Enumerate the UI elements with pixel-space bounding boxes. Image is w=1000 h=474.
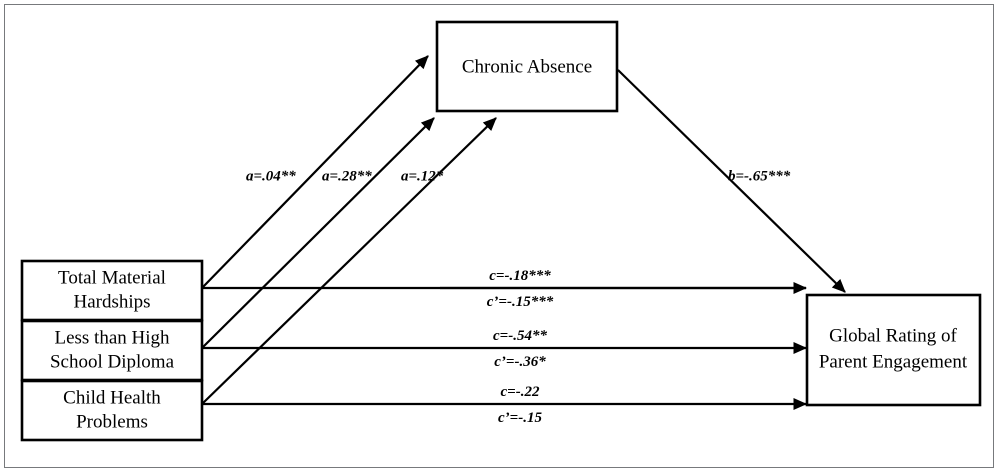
node-child-health-problems[interactable] [20,379,204,442]
node-less-than-high-school-diploma-label-line1: Less than High [54,327,170,348]
path-a3-line [201,117,497,405]
node-chronic-absence[interactable] [435,20,619,113]
coef-label-c3: c=-.22 [500,384,540,400]
coef-stack-1: c=-.18*** [489,266,550,288]
path-a1-line [201,55,429,289]
coef-label-c1-prime: c’=-.15*** [486,294,554,310]
node-total-material-hardships-label-line1: Total Material [58,267,166,288]
coef-label-c2-prime: c’=-.36* [494,354,546,370]
node-parent-engagement[interactable] [805,293,982,407]
path-b-line [617,69,846,293]
node-parent-engagement-label-line1: Global Rating of [829,325,957,346]
coef-label-c2: c=-.54** [493,328,547,344]
coef-stack-2b: c’=-.36* [494,352,545,374]
node-child-health-problems-label-line1: Child Health [63,387,161,408]
path-a2-line [201,117,435,349]
coef-stack-2: c=-.54** [493,326,547,348]
node-less-than-high-school-diploma[interactable] [20,319,204,382]
coef-label-c3-prime: c’=-.15 [498,410,542,426]
node-total-material-hardships-label-line2: Hardships [73,291,150,312]
node-child-health-problems-label-line2: Problems [76,411,148,432]
coef-label-a2: a=.28** [322,168,372,185]
coef-label-a1: a=.04** [246,168,296,185]
node-parent-engagement-label-line2: Parent Engagement [819,351,968,372]
node-chronic-absence-label: Chronic Absence [462,56,592,77]
coef-stack-3b: c’=-.15 [498,408,542,430]
coef-stack-3: c=-.22 [501,382,540,404]
coef-stack-1b: c’=-.15*** [487,292,553,314]
node-less-than-high-school-diploma-label-line2: School Diploma [50,351,175,372]
coef-label-a3: a=.12* [401,168,444,185]
coef-label-b: b=-.65*** [728,168,791,185]
coef-label-c1: c=-.18*** [489,268,551,284]
